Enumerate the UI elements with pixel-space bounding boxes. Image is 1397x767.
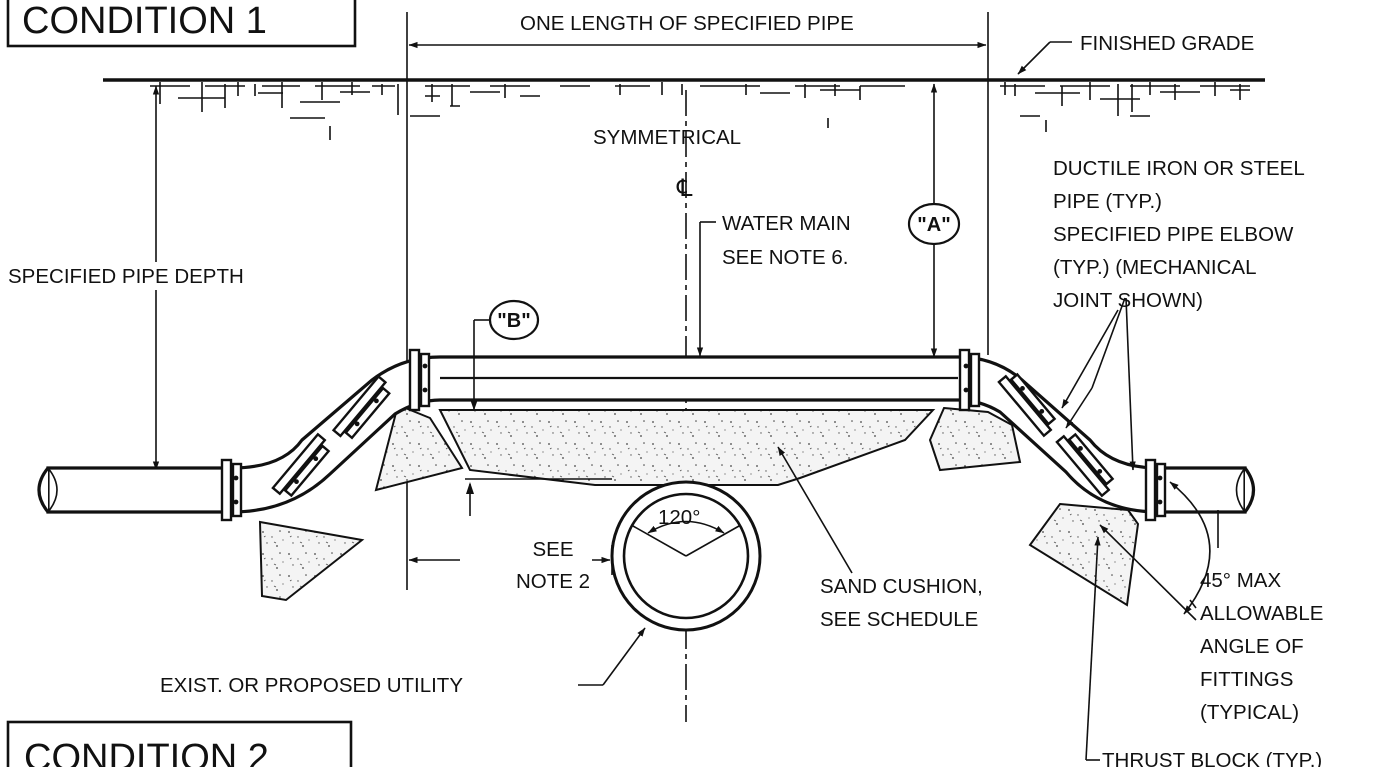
joint-1 bbox=[220, 458, 243, 522]
condition-1-box: CONDITION 1 bbox=[6, 0, 357, 48]
condition-2-box: CONDITION 2 bbox=[6, 720, 353, 767]
max-angle-line-4: FITTINGS bbox=[1200, 668, 1293, 691]
water-main-callout: WATER MAIN SEE NOTE 6. bbox=[696, 212, 851, 357]
ductile-line-1: DUCTILE IRON OR STEEL bbox=[1053, 157, 1305, 180]
max-angle-line-5: (TYPICAL) bbox=[1200, 701, 1299, 724]
sand-cushion-callout: SAND CUSHION, SEE SCHEDULE bbox=[777, 446, 983, 631]
bubble-a-label: "A" bbox=[917, 214, 950, 236]
water-main-line-1: WATER MAIN bbox=[722, 212, 851, 235]
ductile-line-5: JOINT SHOWN) bbox=[1053, 289, 1203, 312]
angle-label: 120° bbox=[658, 506, 700, 529]
symmetrical-label: SYMMETRICAL bbox=[593, 126, 741, 149]
water-main-line-2: SEE NOTE 6. bbox=[722, 246, 848, 269]
max-angle-line-3: ANGLE OF bbox=[1200, 635, 1304, 658]
finished-grade: FINISHED GRADE bbox=[103, 32, 1265, 140]
see-note-2-line-2: NOTE 2 bbox=[516, 570, 590, 593]
joint-5 bbox=[958, 348, 981, 412]
pipe-length-label: ONE LENGTH OF SPECIFIED PIPE bbox=[520, 12, 854, 35]
existing-utility: 120° bbox=[610, 480, 762, 632]
see-note-2-dimension: SEE NOTE 2 bbox=[408, 538, 613, 593]
dimension-b: "B" bbox=[470, 299, 540, 411]
sand-cushion-line-1: SAND CUSHION, bbox=[820, 575, 983, 598]
thrust-block-lower-right bbox=[1028, 502, 1140, 607]
joint-3 bbox=[331, 374, 391, 440]
concrete-supports bbox=[258, 403, 1140, 607]
joint-4 bbox=[408, 348, 431, 412]
utility-label: EXIST. OR PROPOSED UTILITY bbox=[160, 674, 463, 697]
centerline-symbol: ℄ bbox=[676, 174, 693, 202]
joint-2 bbox=[271, 432, 331, 498]
sand-cushion bbox=[438, 409, 936, 486]
dimension-a: "A" bbox=[907, 83, 961, 358]
joint-7 bbox=[1055, 432, 1115, 498]
thrust-block-upper-left bbox=[374, 403, 464, 492]
utility-callout: EXIST. OR PROPOSED UTILITY bbox=[160, 627, 646, 697]
condition-2-title: CONDITION 2 bbox=[24, 737, 269, 767]
ductile-iron-callout: DUCTILE IRON OR STEEL PIPE (TYP.) SPECIF… bbox=[1053, 157, 1305, 471]
thrust-block-label: THRUST BLOCK (TYP.) bbox=[1102, 749, 1322, 767]
finished-grade-label: FINISHED GRADE bbox=[1080, 32, 1254, 55]
ductile-line-2: PIPE (TYP.) bbox=[1053, 190, 1162, 213]
utility-clearance bbox=[465, 478, 612, 516]
sand-cushion-line-2: SEE SCHEDULE bbox=[820, 608, 978, 631]
thrust-block-lower-left bbox=[258, 520, 365, 602]
water-main-pipe bbox=[37, 355, 1256, 514]
max-angle-callout: 45° MAX ALLOWABLE ANGLE OF FITTINGS (TYP… bbox=[1099, 481, 1323, 724]
condition-1-title: CONDITION 1 bbox=[22, 0, 267, 42]
thrust-block-callout: THRUST BLOCK (TYP.) bbox=[1085, 536, 1322, 767]
pipe-depth-dimension: SPECIFIED PIPE DEPTH bbox=[8, 85, 308, 471]
ductile-line-4: (TYP.) (MECHANICAL bbox=[1053, 256, 1257, 279]
see-note-2-line-1: SEE bbox=[532, 538, 573, 561]
pipe-depth-label: SPECIFIED PIPE DEPTH bbox=[8, 265, 244, 288]
joint-8 bbox=[1144, 458, 1167, 522]
mechanical-joints bbox=[220, 348, 1167, 522]
max-angle-line-1: 45° MAX bbox=[1200, 569, 1281, 592]
bubble-b-label: "B" bbox=[497, 310, 530, 332]
max-angle-line-2: ALLOWABLE bbox=[1200, 602, 1323, 625]
pipe-length-dimension: ONE LENGTH OF SPECIFIED PIPE bbox=[406, 12, 989, 590]
ductile-line-3: SPECIFIED PIPE ELBOW bbox=[1053, 223, 1294, 246]
thrust-block-upper-right bbox=[928, 406, 1022, 472]
joint-6 bbox=[997, 372, 1057, 438]
